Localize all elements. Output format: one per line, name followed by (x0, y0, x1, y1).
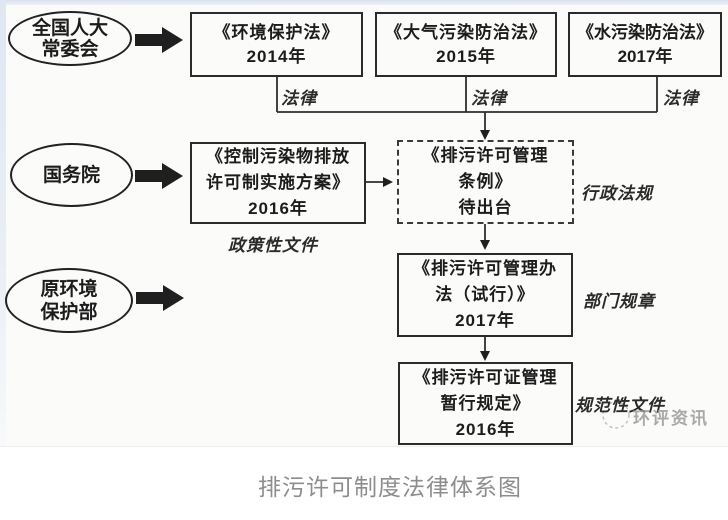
arrowhead-down-2 (480, 240, 490, 250)
block-arrow-mep (136, 285, 184, 311)
block-arrow-state-council (135, 163, 183, 189)
actor-line: 常委会 (41, 38, 99, 60)
actor-line: 全国人大 (31, 17, 108, 39)
box-line: 2014年 (246, 46, 307, 66)
box-permit-implementation-plan: 《控制污染物排放 许可制实施方案》 2016年 (190, 142, 366, 224)
box-line: 2016年 (248, 199, 308, 218)
box-line: 暂行规定》 (440, 393, 531, 413)
box-air-pollution-law: 《大气污染防治法》 2015年 (375, 12, 557, 77)
photo-edge-top (0, 0, 728, 5)
tag-law-2: 法律 (471, 89, 507, 108)
actor-line: 保护部 (40, 301, 98, 323)
tag-normative-document: 规范性文件 (575, 396, 665, 415)
arrowhead-down-3 (480, 351, 490, 361)
box-line: 《控制污染物排放 (206, 147, 350, 166)
tag-law-1: 法律 (281, 89, 317, 108)
box-line: 《排污许可管理办 (413, 259, 557, 278)
box-permit-measures-trial: 《排污许可管理办 法（试行）》 2017年 (397, 253, 573, 337)
diagram-image: 全国人大 常委会 国务院 原环境 保护部 《环境保护法》 2014年 《大气污染… (0, 0, 728, 447)
box-line: 2017年 (455, 311, 515, 330)
figure-caption: 排污许可制度法律体系图 (258, 474, 522, 500)
connector-layer (135, 27, 658, 429)
watermark-logo-icon (602, 401, 630, 429)
actor-line: 原环境 (40, 278, 98, 300)
arrowhead-down-1 (480, 130, 490, 140)
box-line: 《环境保护法》 (213, 22, 340, 42)
tag-department-rule: 部门规章 (583, 292, 655, 311)
box-line: 2015年 (436, 46, 496, 66)
block-arrow-npc (135, 27, 183, 53)
actor-ellipse-state-council: 国务院 (10, 143, 133, 207)
box-line: 《水污染防治法》 (577, 22, 713, 42)
actor-ellipse-mep: 原环境 保护部 (5, 268, 133, 333)
tag-administrative-regulation: 行政法规 (581, 184, 653, 203)
actor-line: 国务院 (42, 164, 100, 186)
box-line: 待出台 (458, 198, 513, 217)
watermark-text: 环评资讯 (633, 409, 709, 428)
arrowhead-right (383, 177, 393, 187)
actor-ellipse-npc: 全国人大 常委会 (8, 11, 132, 66)
box-line: 许可制实施方案》 (206, 173, 350, 192)
tag-law-3: 法律 (663, 89, 699, 108)
box-permit-regulation-pending: 《排污许可管理 条例》 待出台 (397, 140, 574, 224)
box-line: 2016年 (455, 419, 516, 439)
photo-edge-left (0, 0, 6, 446)
box-permit-interim-rules: 《排污许可证管理 暂行规定》 2016年 (398, 362, 573, 445)
box-water-pollution-law: 《水污染防治法》 2017年 (568, 12, 722, 77)
box-line: 法（试行）》 (435, 285, 535, 304)
tag-policy-document: 政策性文件 (228, 236, 318, 255)
box-line: 《大气污染防治法》 (385, 22, 547, 42)
box-environmental-protection-law: 《环境保护法》 2014年 (190, 12, 363, 77)
box-line: 《排污许可证管理 (413, 367, 558, 387)
box-line: 2017年 (617, 46, 673, 66)
box-line: 条例》 (458, 172, 513, 191)
box-line: 《排污许可管理 (422, 146, 549, 165)
